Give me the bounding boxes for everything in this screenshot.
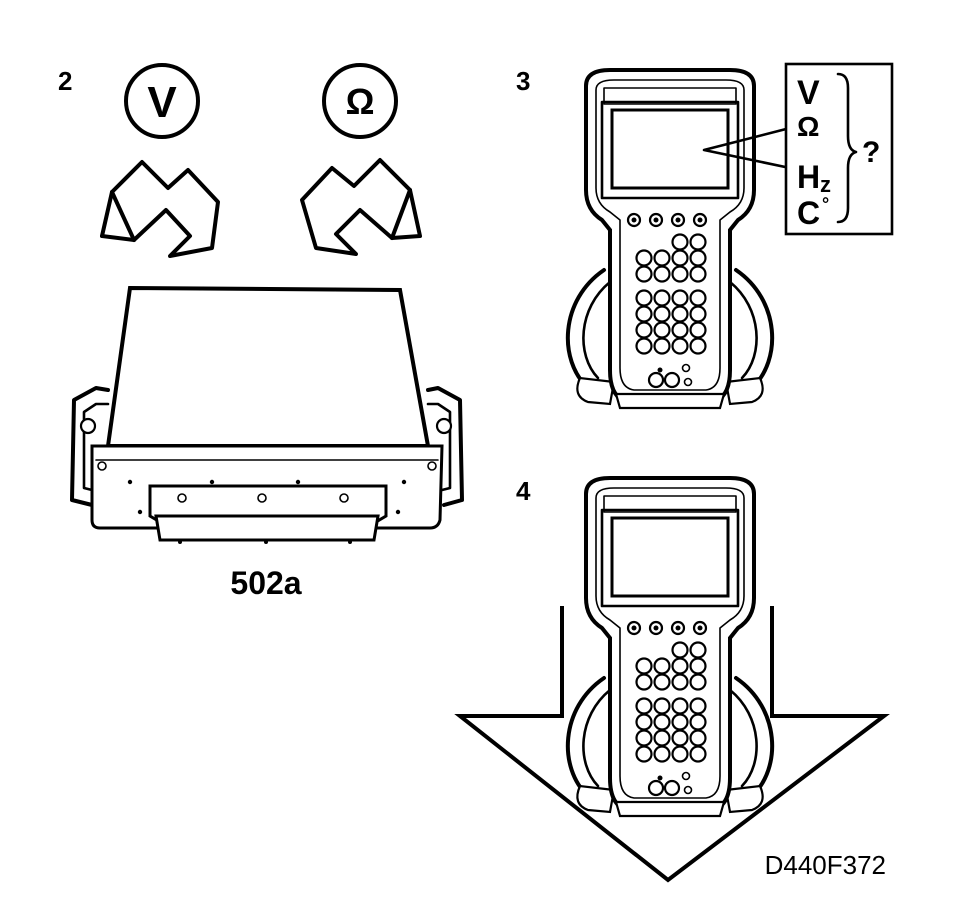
unit-label: 502a bbox=[230, 565, 301, 601]
arrow-down-right-icon bbox=[110, 160, 220, 258]
arrow-down-left-edge-icon bbox=[390, 188, 422, 240]
measurement-callout-box bbox=[784, 62, 894, 236]
voltage-symbol: V bbox=[147, 78, 177, 127]
callout-question: ? bbox=[862, 136, 880, 169]
callout-ohm: Ω bbox=[797, 111, 819, 142]
ohm-symbol: Ω bbox=[346, 81, 375, 122]
callout-hz-z: z bbox=[820, 172, 831, 197]
callout-hz-h: H bbox=[797, 159, 820, 195]
arrow-down-left-icon bbox=[300, 158, 412, 256]
ohm-circle-icon bbox=[322, 63, 398, 139]
voltage-circle-icon bbox=[124, 63, 200, 139]
callout-celsius: C bbox=[797, 195, 820, 231]
callout-voltage: V bbox=[797, 74, 820, 112]
brace-icon bbox=[836, 72, 858, 224]
control-unit-icon bbox=[70, 285, 464, 544]
figure-id: D440F372 bbox=[765, 850, 886, 880]
step-3-number: 3 bbox=[516, 66, 530, 96]
callout-degree: ° bbox=[822, 194, 829, 214]
arrow-down-right-tail-icon bbox=[100, 234, 136, 242]
step-2-number: 2 bbox=[58, 66, 72, 96]
step-4-number: 4 bbox=[516, 476, 531, 506]
scan-tool-step3-icon bbox=[565, 68, 775, 410]
arrow-down-right-edge-icon bbox=[100, 190, 114, 238]
